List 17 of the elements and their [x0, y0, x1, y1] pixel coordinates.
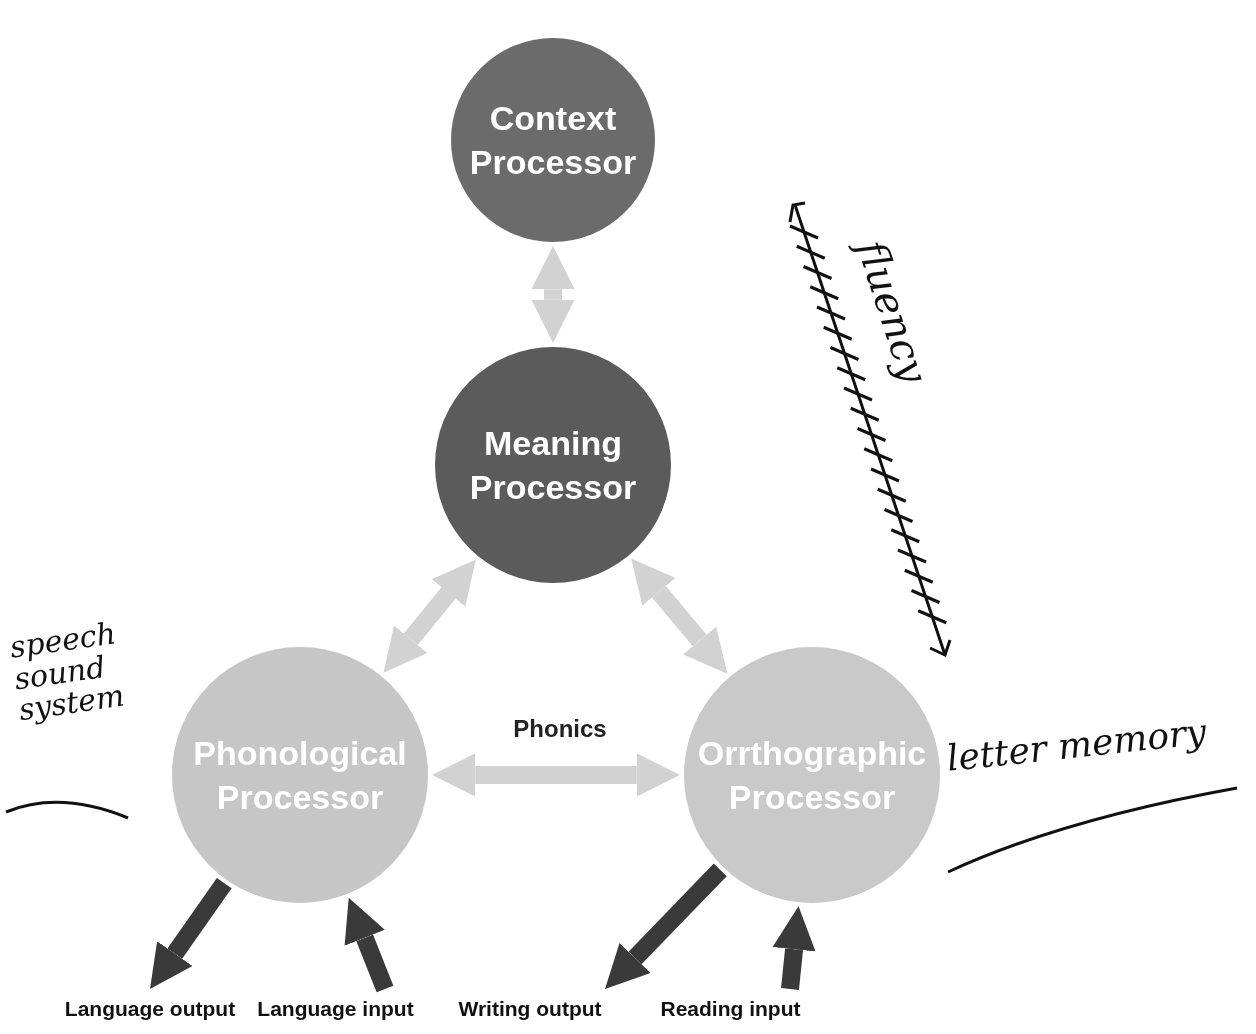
processor-circle: Phonological Processor: [172, 647, 428, 903]
handwritten-note: speech sound system: [8, 614, 128, 726]
processor-circle: Meaning Processor: [435, 347, 671, 583]
io-label: Reading input: [648, 992, 813, 1026]
arrow: [605, 863, 727, 989]
arrow: [772, 906, 816, 990]
arrow: [631, 558, 728, 674]
arrow: [150, 877, 232, 989]
io-label: Language output: [55, 992, 245, 1026]
arrow: [344, 897, 394, 993]
handwritten-note: letter memory: [945, 709, 1210, 778]
processor-circle: Context Processor: [451, 38, 655, 242]
arrow: [432, 753, 680, 797]
io-label: Language input: [248, 992, 423, 1026]
arrow: [383, 559, 476, 673]
arrow: [531, 246, 575, 343]
io-label: Writing output: [430, 992, 630, 1026]
